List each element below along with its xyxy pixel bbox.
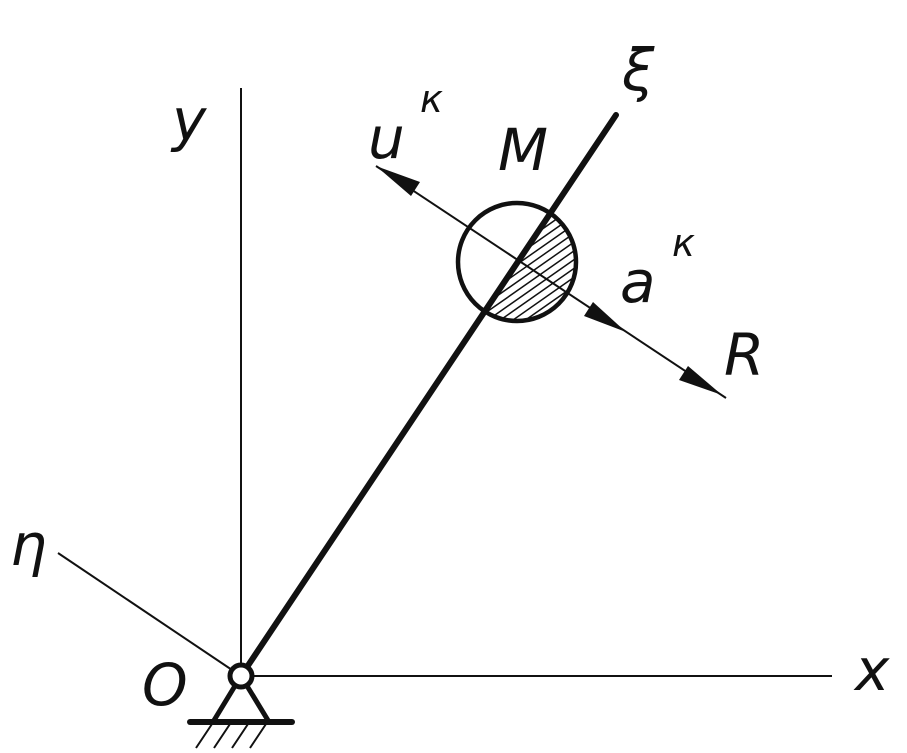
label-acceleration: a bbox=[620, 248, 656, 316]
hatch-line bbox=[524, 288, 570, 321]
label-velocity-sup: к bbox=[420, 77, 443, 121]
label-y-axis: y bbox=[170, 86, 207, 154]
ball-hatching bbox=[486, 213, 576, 321]
hatch-line bbox=[501, 267, 576, 320]
label-x-axis: x bbox=[853, 636, 890, 704]
label-acceleration-sup: к bbox=[672, 221, 695, 265]
hatch-line bbox=[486, 250, 575, 313]
label-velocity: u bbox=[368, 104, 405, 172]
ball-m bbox=[455, 200, 579, 324]
force-arrowhead bbox=[679, 366, 722, 395]
label-point-m: M bbox=[498, 116, 548, 184]
eta-axis-line bbox=[57, 552, 242, 677]
label-force: R bbox=[724, 321, 764, 389]
pivot-hinge bbox=[227, 662, 255, 690]
hatch-line bbox=[526, 223, 563, 250]
label-xi-axis: ξ bbox=[621, 36, 655, 104]
acceleration-arrowhead bbox=[584, 302, 626, 332]
hatch-line bbox=[504, 235, 571, 283]
hatch-line bbox=[511, 277, 574, 321]
hatch-line bbox=[537, 218, 558, 233]
hatch-line bbox=[515, 229, 567, 266]
hatch-line bbox=[493, 258, 576, 317]
label-origin: O bbox=[142, 651, 188, 719]
rod-xi-axis bbox=[238, 112, 619, 679]
label-eta-axis: η bbox=[10, 511, 47, 579]
velocity-arrowhead bbox=[376, 166, 420, 196]
normal-vector-line bbox=[375, 165, 727, 399]
